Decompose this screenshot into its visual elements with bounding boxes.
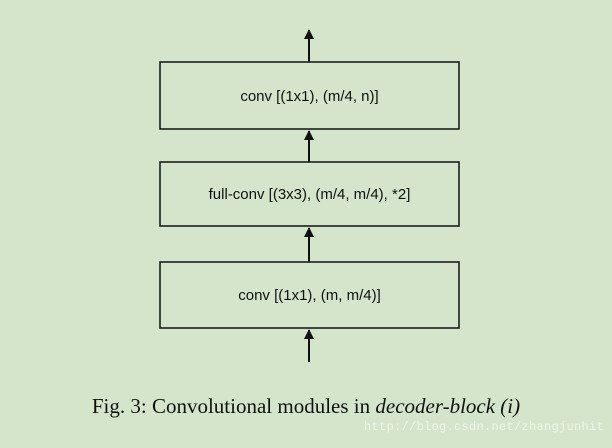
conv-block-bottom [159, 261, 460, 329]
full-conv-block-label: full-conv [(3x3), (m/4, m/4), *2] [209, 186, 411, 203]
watermark: http://blog.csdn.net/zhangjunhit [363, 420, 604, 434]
decoder-block-diagram: conv [(1x1), (m/4, n)] full-conv [(3x3),… [159, 29, 460, 362]
conv-block-bottom-label: conv [(1x1), (m, m/4)] [238, 287, 381, 304]
figure-caption: Fig. 3: Convolutional modules in decoder… [0, 394, 612, 419]
full-conv-block [159, 161, 460, 227]
conv-block-top [159, 61, 460, 130]
conv-block-top-label: conv [(1x1), (m/4, n)] [240, 88, 378, 105]
caption-emphasis: decoder-block (i) [375, 394, 521, 418]
caption-prefix: Fig. 3: Convolutional modules in [91, 394, 376, 418]
